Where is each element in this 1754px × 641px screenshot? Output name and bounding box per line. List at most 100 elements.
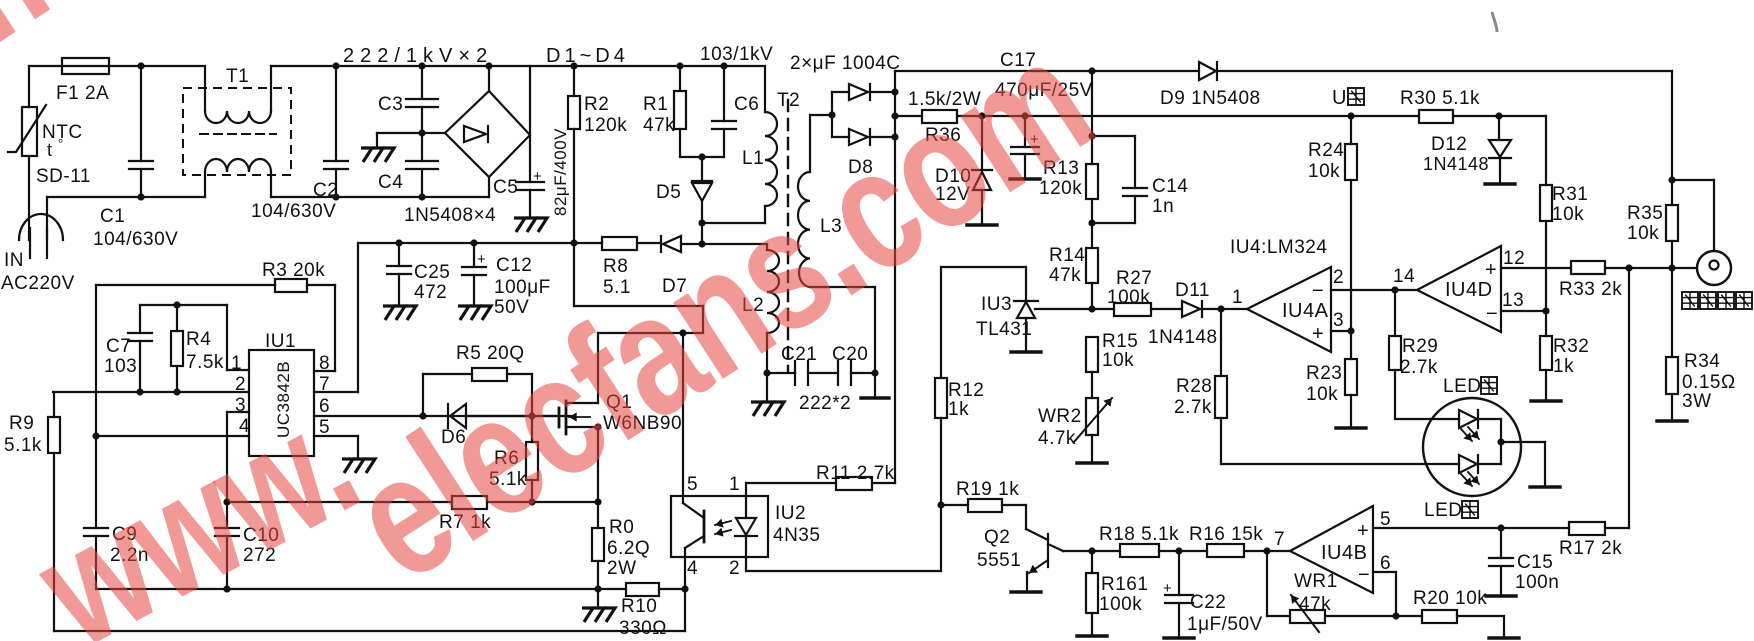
svg-text:330Ω: 330Ω	[619, 618, 667, 639]
svg-text:+: +	[1030, 131, 1039, 148]
svg-text:10k: 10k	[1552, 204, 1584, 225]
svg-text:−: −	[1486, 303, 1498, 325]
svg-text:120k: 120k	[1039, 178, 1082, 199]
svg-text:R11 2.7k: R11 2.7k	[816, 463, 895, 484]
svg-text:R31: R31	[1552, 184, 1588, 205]
svg-text:3: 3	[1333, 310, 1344, 331]
svg-text:R2: R2	[584, 94, 609, 115]
svg-text:D9 1N5408: D9 1N5408	[1160, 88, 1261, 109]
svg-text:1: 1	[729, 474, 740, 495]
svg-text:D10: D10	[935, 166, 971, 187]
svg-text:C15: C15	[1517, 552, 1553, 573]
svg-text:D5: D5	[656, 182, 681, 203]
svg-text:R29: R29	[1402, 336, 1438, 357]
svg-text:2×μF 1004C: 2×μF 1004C	[790, 53, 900, 74]
svg-text:10k: 10k	[1308, 161, 1340, 182]
svg-text:R8: R8	[603, 256, 628, 277]
svg-text:R3 20k: R3 20k	[262, 260, 325, 281]
svg-text:W6NB90: W6NB90	[603, 413, 682, 434]
svg-text:100n: 100n	[1515, 572, 1559, 593]
svg-text:R13: R13	[1043, 158, 1079, 179]
svg-text:D8: D8	[848, 157, 873, 178]
svg-text:82μF/400V: 82μF/400V	[551, 128, 570, 216]
svg-text:10k: 10k	[1102, 350, 1134, 371]
svg-text:D6: D6	[441, 427, 466, 448]
svg-text:R19 1k: R19 1k	[956, 479, 1019, 500]
svg-text:SD-11: SD-11	[36, 166, 91, 187]
svg-text:C4: C4	[378, 172, 403, 193]
svg-text:472: 472	[414, 282, 447, 303]
svg-text:R6: R6	[494, 448, 519, 469]
svg-text:1: 1	[231, 353, 242, 374]
svg-text:10k: 10k	[1627, 223, 1659, 244]
svg-text:5: 5	[319, 417, 330, 438]
svg-text:47k: 47k	[1299, 594, 1331, 615]
svg-text:1k: 1k	[1553, 356, 1574, 377]
svg-text:R7 1k: R7 1k	[439, 512, 491, 533]
svg-text:IN: IN	[4, 250, 24, 271]
svg-text:R12: R12	[948, 380, 984, 401]
svg-text:L3: L3	[820, 216, 842, 237]
svg-text:120k: 120k	[584, 115, 627, 136]
svg-text:6: 6	[319, 396, 330, 417]
svg-text:C9: C9	[112, 524, 137, 545]
svg-text:6.2Q: 6.2Q	[607, 538, 650, 559]
svg-text:2: 2	[1333, 267, 1344, 288]
svg-text:5.1k: 5.1k	[4, 435, 42, 456]
svg-text:C14: C14	[1152, 176, 1188, 197]
svg-text:222/1kV×2: 222/1kV×2	[343, 45, 493, 67]
svg-text:C21: C21	[781, 344, 817, 365]
svg-text:R33 2k: R33 2k	[1559, 279, 1622, 300]
svg-text:R20 10k: R20 10k	[1413, 588, 1487, 609]
svg-text:C2: C2	[313, 180, 338, 201]
svg-text:12V: 12V	[935, 184, 970, 205]
svg-text:R27: R27	[1116, 268, 1152, 289]
svg-text:R16 15k: R16 15k	[1189, 524, 1263, 545]
svg-text:F1 2A: F1 2A	[56, 83, 109, 104]
svg-text:R0: R0	[609, 517, 634, 538]
svg-text:4: 4	[239, 416, 250, 437]
svg-text:LED: LED	[1424, 500, 1462, 521]
svg-text:R4: R4	[186, 329, 211, 350]
svg-text:7: 7	[319, 374, 330, 395]
svg-text:IU4B: IU4B	[1321, 542, 1367, 564]
svg-text:+: +	[1357, 520, 1369, 542]
svg-text:C12: C12	[496, 255, 532, 276]
svg-text:IU2: IU2	[775, 503, 806, 524]
svg-text:2: 2	[729, 558, 740, 579]
svg-text:104/630V: 104/630V	[93, 229, 178, 250]
svg-text:1N5408×4: 1N5408×4	[404, 205, 496, 226]
svg-text:6: 6	[1380, 553, 1391, 574]
svg-text:0.15Ω: 0.15Ω	[1682, 372, 1736, 393]
svg-text:IU4:LM324: IU4:LM324	[1230, 237, 1327, 258]
svg-text:7.5k: 7.5k	[186, 352, 224, 373]
svg-text:2.2n: 2.2n	[110, 545, 149, 566]
svg-text:t: t	[47, 140, 53, 160]
svg-text:TL431: TL431	[976, 319, 1032, 340]
svg-text:R161: R161	[1101, 574, 1148, 595]
svg-text:R9: R9	[9, 413, 34, 434]
svg-text:13: 13	[1502, 290, 1524, 311]
svg-text:D12: D12	[1431, 134, 1467, 155]
svg-text:4: 4	[687, 558, 698, 579]
svg-text:50V: 50V	[494, 297, 529, 318]
svg-text:+: +	[1163, 580, 1172, 597]
svg-text:12: 12	[1503, 248, 1525, 269]
svg-text:C22: C22	[1190, 592, 1226, 613]
svg-text:1: 1	[1232, 287, 1243, 308]
svg-text:5: 5	[687, 474, 698, 495]
svg-text:R28: R28	[1176, 376, 1212, 397]
svg-text:C5: C5	[493, 177, 518, 198]
svg-text:R18 5.1k: R18 5.1k	[1099, 524, 1179, 545]
svg-text:222*2: 222*2	[799, 393, 851, 414]
svg-text:R36: R36	[925, 125, 961, 146]
svg-text:2: 2	[235, 374, 246, 395]
svg-text:C10: C10	[243, 525, 279, 546]
svg-text:IU1: IU1	[265, 331, 296, 352]
svg-text:R34: R34	[1684, 351, 1720, 372]
svg-text:C1: C1	[100, 206, 125, 227]
svg-text:5.1k: 5.1k	[489, 469, 527, 490]
svg-text:47k: 47k	[643, 115, 675, 136]
svg-text:R35: R35	[1627, 203, 1663, 224]
svg-text:47k: 47k	[1049, 265, 1081, 286]
